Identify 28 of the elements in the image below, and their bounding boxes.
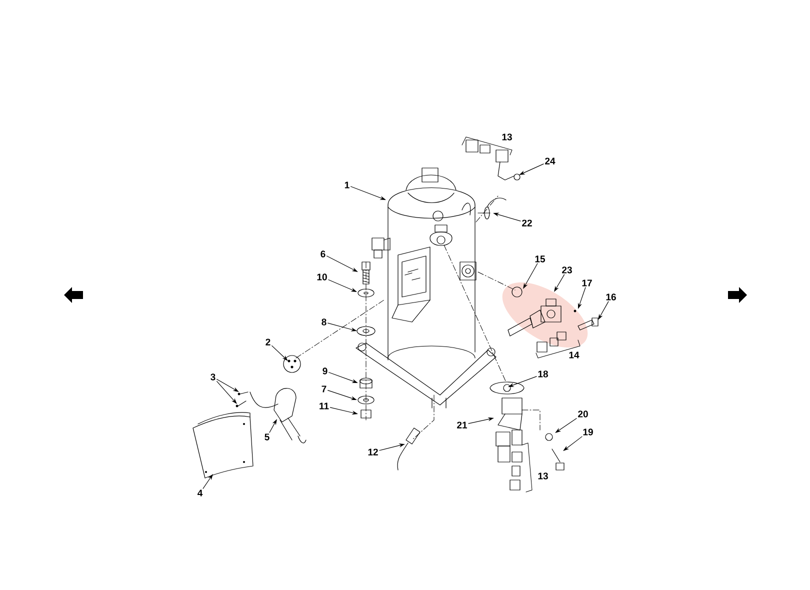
callout-number: 21 [457,422,468,428]
callout-number: 13 [538,472,548,480]
callout-number: 7 [322,386,326,392]
callout-number: 24 [545,158,556,164]
callout-number: 12 [368,448,378,456]
callout-number: 11 [320,402,329,410]
callout-number: 2 [266,338,270,346]
callout-number: 17 [582,280,592,286]
callout-number: 6 [320,250,326,258]
leader-line [563,436,582,451]
callout-number: 3 [210,374,216,380]
leader-line [216,381,237,404]
callout-number: 10 [317,274,327,280]
callout-number: 14 [569,352,580,358]
callout-number: 5 [264,434,270,440]
callout-number: 1 [344,182,350,188]
callout-number: 18 [538,370,548,378]
callout-number: 22 [522,220,532,226]
callout-number: 4 [198,490,203,496]
callout-number: 9 [322,368,328,374]
callout-number: 8 [322,318,326,326]
callout-number: 20 [578,410,588,418]
callout-number: 19 [583,428,593,436]
callout-number: 13 [502,134,512,140]
callout-number: 16 [606,294,616,300]
callout-number: 15 [535,256,546,262]
callout-number: 23 [562,266,572,274]
leader-line [272,345,288,361]
